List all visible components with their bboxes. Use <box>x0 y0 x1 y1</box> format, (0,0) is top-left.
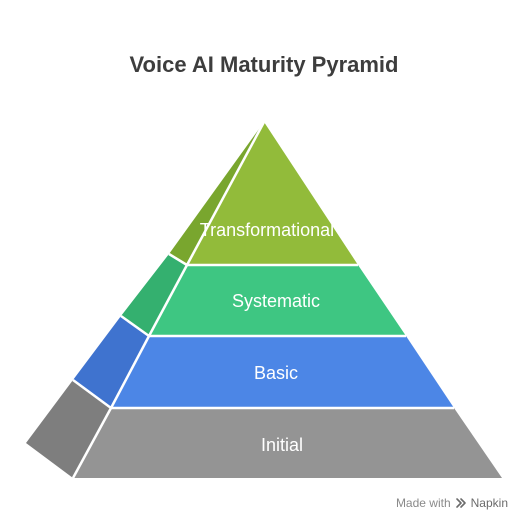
pyramid-layer-initial: Initial <box>26 380 502 478</box>
layer-side-systematic <box>121 254 187 336</box>
napkin-watermark: Made with Napkin <box>396 496 508 510</box>
layer-face-initial <box>73 408 502 478</box>
layer-side-basic <box>73 316 149 408</box>
watermark-prefix: Made with <box>395 496 451 510</box>
diagram-title: Voice AI Maturity Pyramid <box>129 52 399 77</box>
layer-face-basic <box>111 336 454 408</box>
layer-side-initial <box>26 380 111 478</box>
layer-separators <box>71 121 454 479</box>
layer-face-transformational <box>187 122 358 265</box>
layer-label-transformational: Transformational <box>200 220 334 240</box>
layer-face-systematic <box>149 265 406 336</box>
watermark-brand: Napkin <box>470 496 508 510</box>
pyramid-layer-systematic: Systematic <box>121 254 406 336</box>
napkin-logo-icon <box>455 498 466 508</box>
layer-label-systematic: Systematic <box>232 291 320 311</box>
layer-side-transformational <box>169 122 264 265</box>
pyramid-layer-transformational: Transformational <box>169 122 358 265</box>
layer-label-initial: Initial <box>261 435 303 455</box>
pyramid-layer-basic: Basic <box>73 316 454 408</box>
layer-label-basic: Basic <box>254 363 298 383</box>
